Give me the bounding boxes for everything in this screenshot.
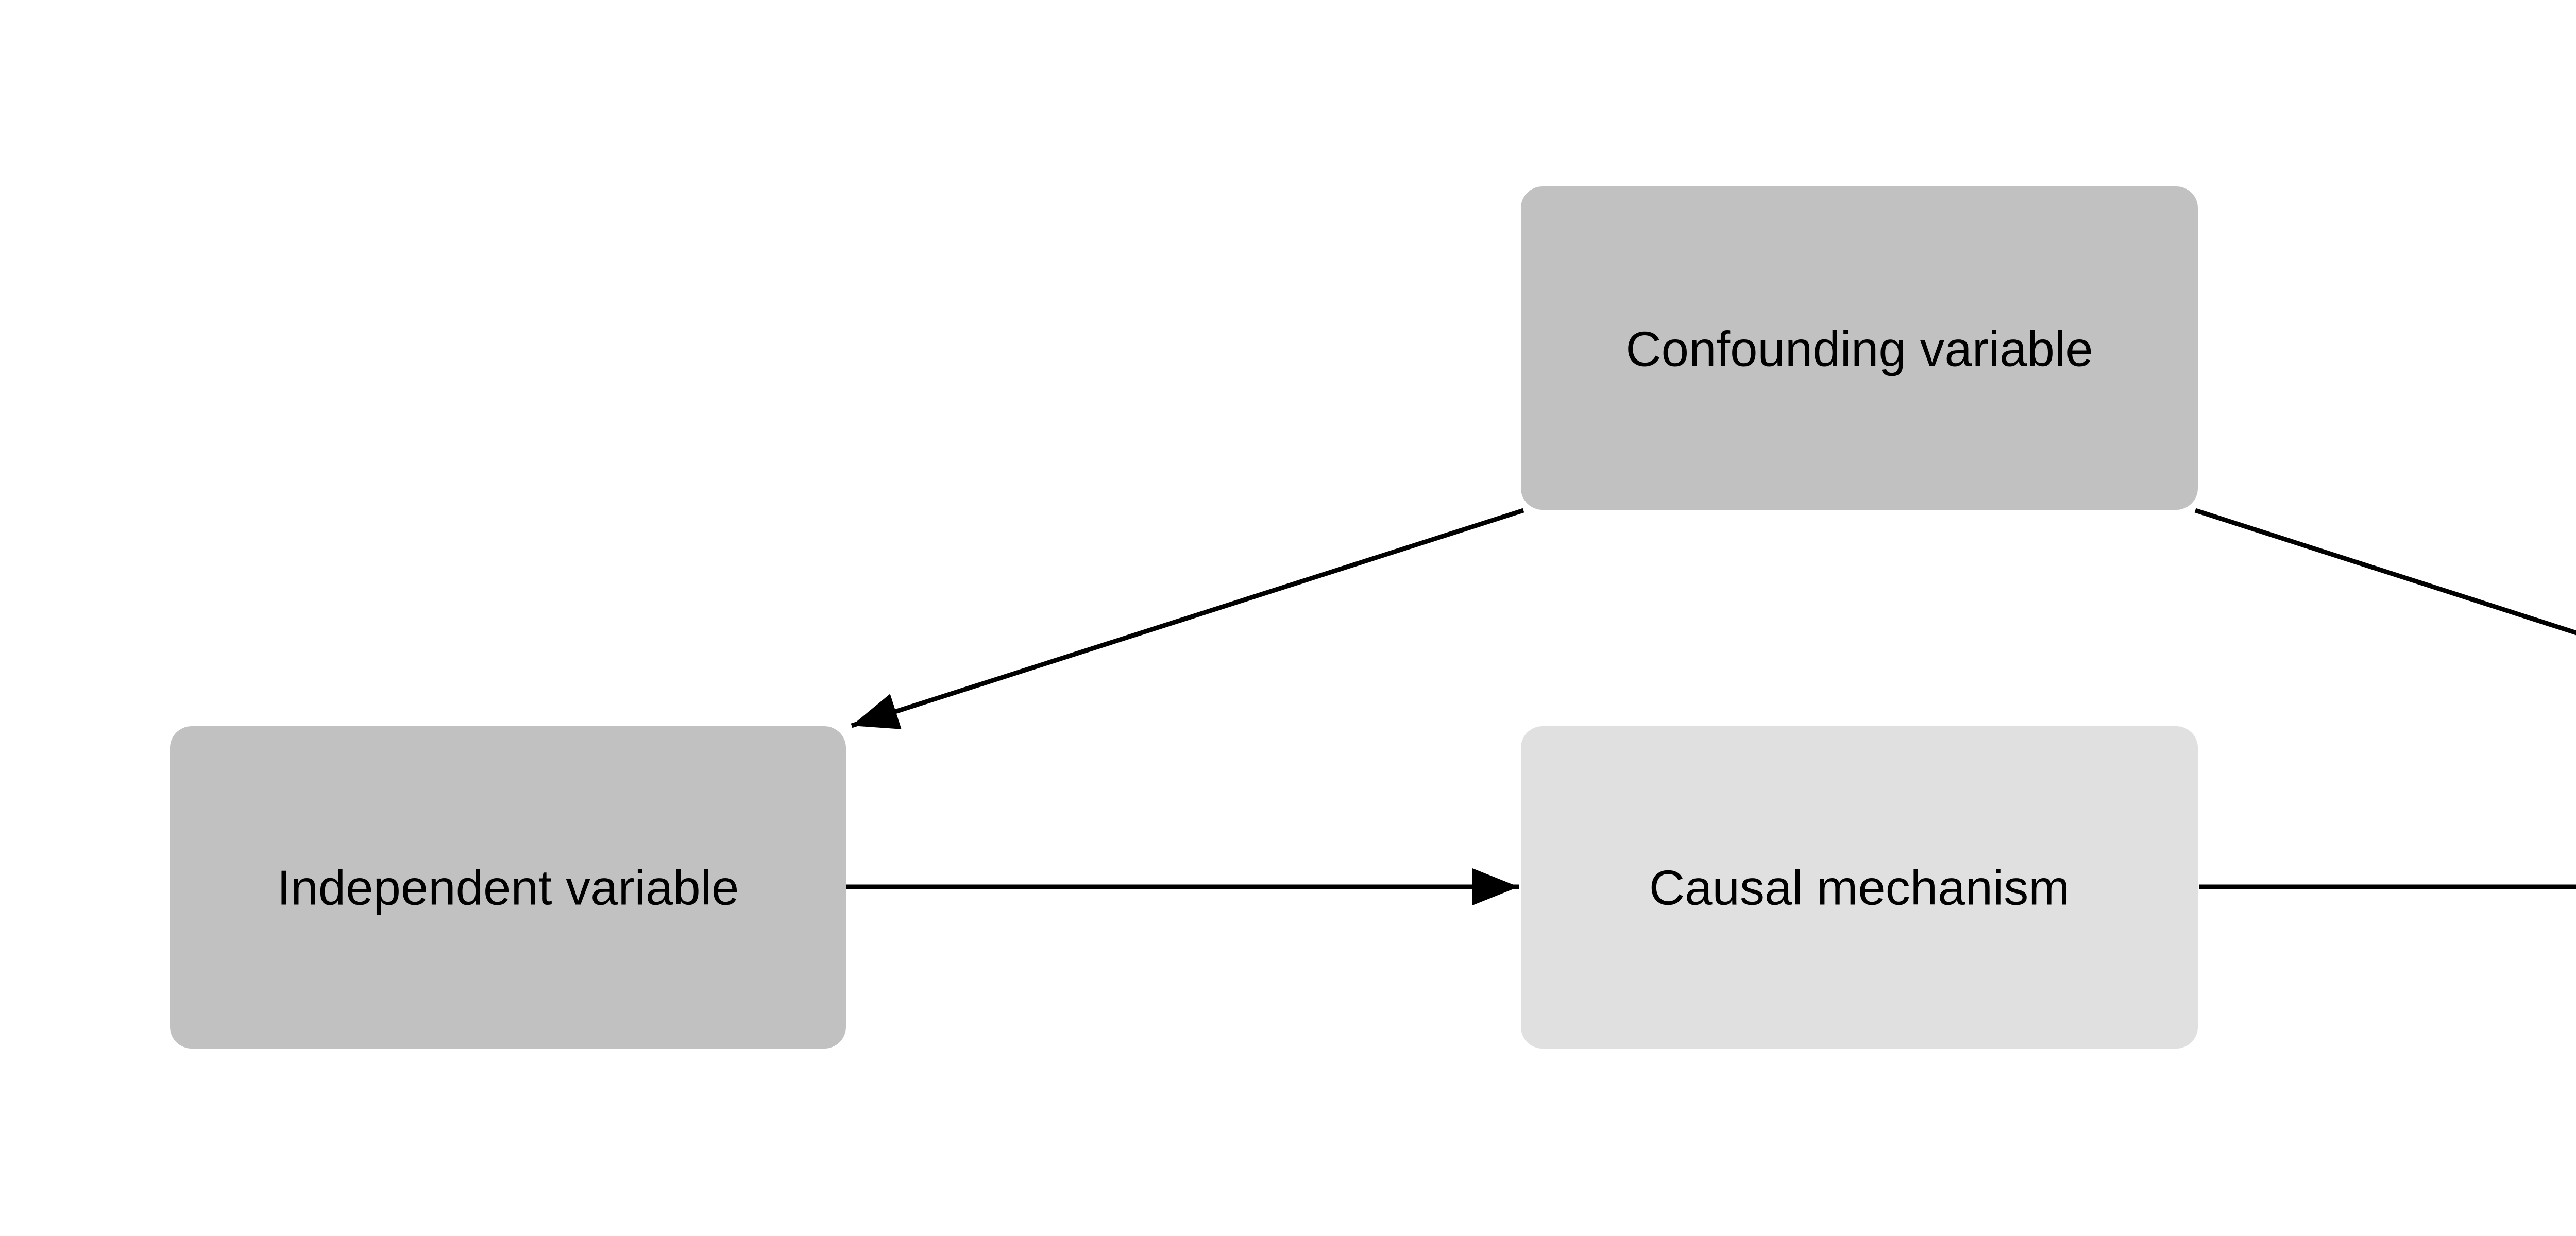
edge-confounding-to-independent [851, 508, 1524, 729]
node-confounding-variable: Confounding variable [1521, 186, 2198, 510]
node-independent-variable-label: Independent variable [277, 861, 739, 916]
node-independent-variable: Independent variable [170, 726, 846, 1049]
node-causal-mechanism-label: Causal mechanism [1649, 861, 2070, 916]
node-causal-mechanism: Causal mechanism [1521, 726, 2198, 1049]
node-causal-mechanism-box [1521, 726, 2198, 1049]
node-confounding-variable-label: Confounding variable [1625, 322, 2093, 377]
edge-confounding-to-dependent [2194, 508, 2576, 636]
node-confounding-variable-box [1521, 186, 2198, 510]
edge-layer [846, 508, 2576, 905]
node-independent-variable-box [170, 726, 846, 1049]
